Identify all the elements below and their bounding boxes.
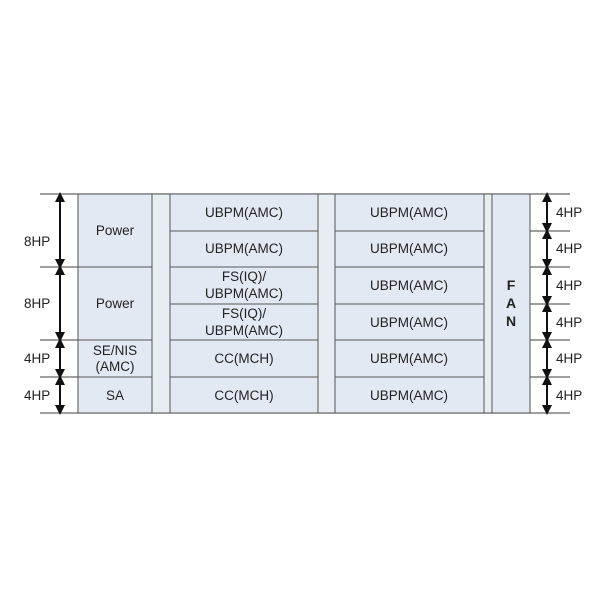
slot-label: FS(IQ)/	[222, 306, 266, 321]
slot-fs-ubpm	[169, 266, 319, 305]
power-label-2: Power	[96, 296, 135, 311]
slot-ubpm	[334, 376, 485, 414]
fan-letter: N	[506, 313, 516, 329]
slot-label: FS(IQ)/	[222, 269, 266, 284]
dimension-label: 4HP	[24, 388, 50, 403]
dimension-label: 8HP	[24, 234, 50, 249]
dimension-label: 8HP	[24, 296, 50, 311]
slot-cc-mch	[169, 376, 319, 414]
dimension-label: 4HP	[556, 388, 582, 403]
fan-letter: A	[506, 295, 516, 311]
slot-label: UBPM(AMC)	[205, 323, 283, 338]
slot-label: UBPM(AMC)	[370, 315, 448, 330]
fan-tray	[491, 193, 531, 414]
slot-label: UBPM(AMC)	[370, 278, 448, 293]
dimension-label: 4HP	[556, 205, 582, 220]
backplane-gap	[317, 193, 336, 414]
slot-ubpm	[169, 193, 319, 232]
backplane-gap	[151, 193, 171, 414]
slot-label: UBPM(AMC)	[205, 241, 283, 256]
slot-ubpm	[334, 193, 485, 232]
slot-power-2	[77, 266, 153, 341]
power-label-1: Power	[96, 223, 135, 238]
slot-ubpm	[169, 230, 319, 268]
slot-label: UBPM(AMC)	[205, 205, 283, 220]
slot-ubpm	[334, 266, 485, 305]
fan-letter: F	[507, 277, 516, 293]
slot-label: CC(MCH)	[214, 351, 273, 366]
slot-fs-ubpm	[169, 303, 319, 341]
slot-label: UBPM(AMC)	[370, 205, 448, 220]
slot-ubpm	[334, 303, 485, 341]
slot-cc-mch	[169, 339, 319, 378]
se-nis-label: SE/NIS	[93, 343, 137, 358]
dimension-label: 4HP	[24, 351, 50, 366]
dimension-label: 4HP	[556, 241, 582, 256]
se-nis-amc-label: (AMC)	[96, 359, 135, 374]
dimension-label: 4HP	[556, 315, 582, 330]
slot-ubpm	[334, 339, 485, 378]
backplane-gap	[483, 193, 493, 414]
slot-ubpm	[334, 230, 485, 268]
slot-label: UBPM(AMC)	[370, 388, 448, 403]
sa-label: SA	[106, 388, 124, 403]
slot-label: UBPM(AMC)	[370, 351, 448, 366]
slot-sa	[77, 376, 153, 414]
slot-label: UBPM(AMC)	[205, 286, 283, 301]
dimension-label: 4HP	[556, 278, 582, 293]
slot-label: UBPM(AMC)	[370, 241, 448, 256]
dimension-label: 4HP	[556, 351, 582, 366]
slot-label: CC(MCH)	[214, 388, 273, 403]
